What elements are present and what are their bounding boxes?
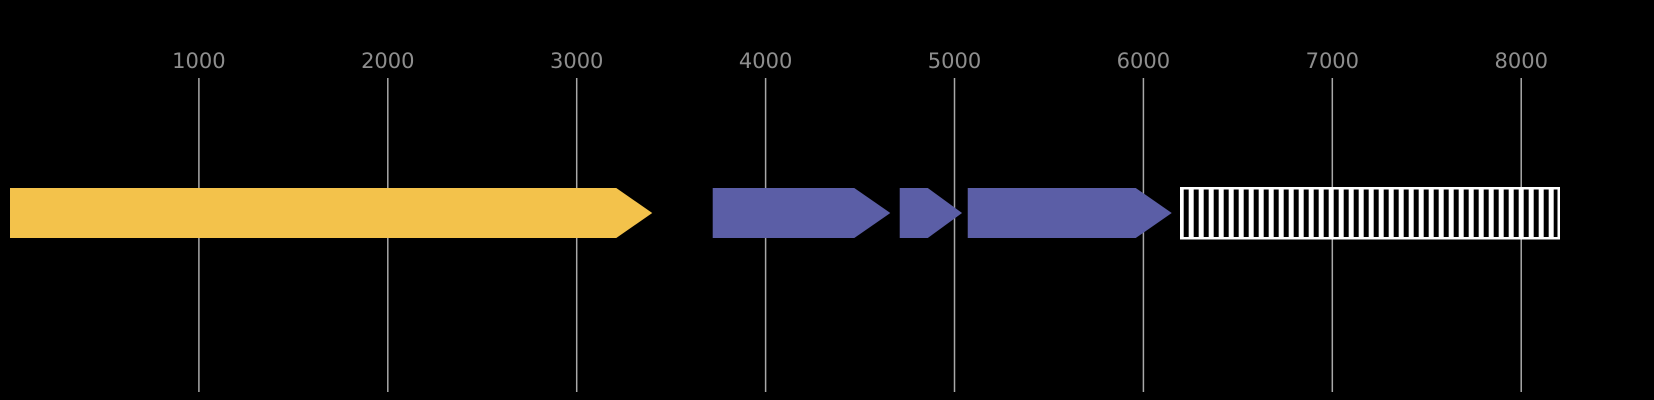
ruler-tick-label: 6000: [1117, 49, 1170, 73]
ruler-tick-labels-group: 1000 2000 3000 4000 5000 6000 7000 8000: [172, 49, 1548, 73]
hatched-region-box: [1179, 186, 1561, 240]
ruler-tick-label: 8000: [1494, 49, 1547, 73]
ruler-tick-label: 2000: [361, 49, 414, 73]
ruler-tick-label: 3000: [550, 49, 603, 73]
ruler-tick-label: 1000: [172, 49, 225, 73]
gene-feature-arrow: [10, 188, 653, 238]
gene-feature-arrow: [712, 188, 891, 238]
sequence-features-group: [10, 186, 1561, 240]
ruler-tick-label: 7000: [1306, 49, 1359, 73]
gene-feature-arrow: [899, 188, 963, 238]
gene-feature-arrow: [967, 188, 1172, 238]
ruler-tick-label: 5000: [928, 49, 981, 73]
ruler-tick-label: 4000: [739, 49, 792, 73]
